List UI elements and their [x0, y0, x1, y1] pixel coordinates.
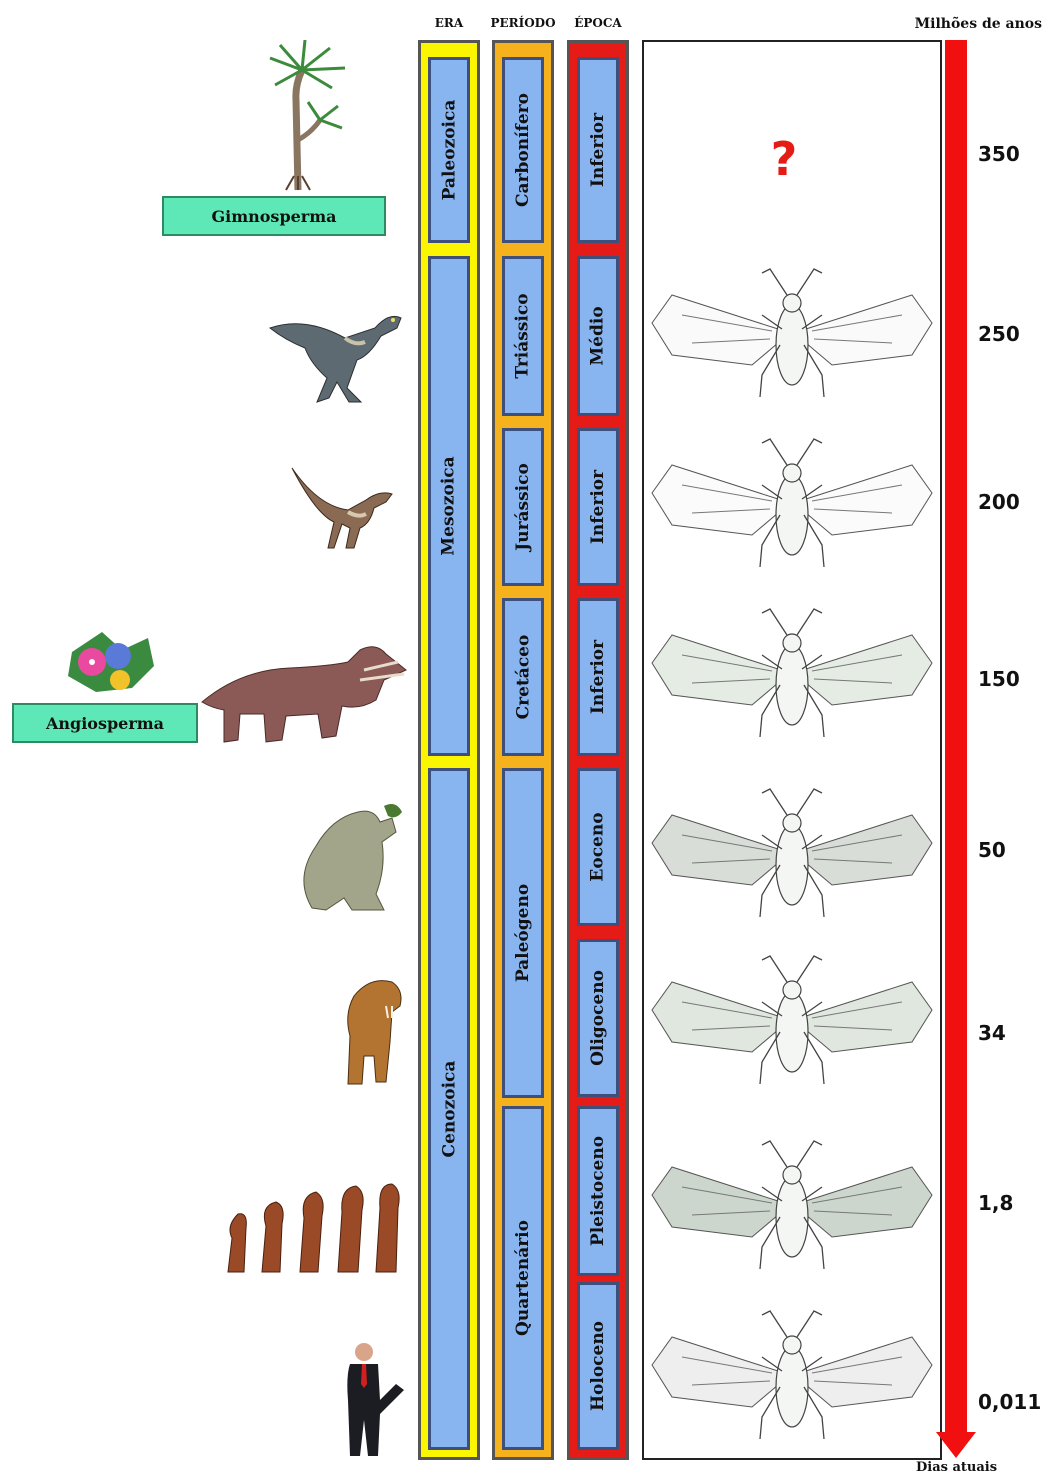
- periodo-label: Paleógeno: [513, 884, 533, 982]
- era-column: Paleozoica Mesozoica Cenozoica: [418, 40, 480, 1460]
- epoca-cell: Holoceno: [577, 1282, 619, 1450]
- periodo-label: Carbonífero: [513, 93, 533, 207]
- header-periodo: PERÍODO: [490, 16, 555, 30]
- businessman-icon: [338, 1340, 408, 1458]
- mya-label: 50: [978, 838, 1006, 862]
- periodo-cell: Quartenário: [502, 1106, 544, 1450]
- epoca-label: Holoceno: [588, 1321, 608, 1411]
- mya-label: 200: [978, 490, 1020, 514]
- header-epoca: ÉPOCA: [574, 16, 621, 30]
- periodo-column: Carbonífero Triássico Jurássico Cretáceo…: [492, 40, 554, 1460]
- header-millions-of-years: Milhões de anos: [915, 16, 1042, 32]
- periodo-label: Cretáceo: [513, 635, 533, 720]
- epoca-cell: Inferior: [577, 598, 619, 756]
- present-day-label: Dias atuais: [916, 1460, 997, 1475]
- human-evolution-icon: [220, 1178, 408, 1276]
- era-label: Mesozoica: [439, 456, 459, 555]
- periodo-cell: Carbonífero: [502, 57, 544, 243]
- epoca-cell: Médio: [577, 256, 619, 416]
- palm-tree-icon: [250, 40, 350, 192]
- epoca-label: Médio: [588, 306, 608, 365]
- epoca-column: Inferior Médio Inferior Inferior Eoceno …: [567, 40, 629, 1460]
- epoca-label: Inferior: [588, 640, 608, 714]
- periodo-cell: Paleógeno: [502, 768, 544, 1098]
- epoca-label: Inferior: [588, 113, 608, 187]
- aphid-icon: [644, 1122, 940, 1292]
- periodo-label: Triássico: [513, 293, 533, 378]
- triceratops-icon: [200, 640, 408, 750]
- era-cell-cenozoica: Cenozoica: [428, 768, 470, 1450]
- epoca-label: Oligoceno: [588, 970, 608, 1066]
- aphid-icon: [644, 590, 940, 760]
- aphid-fossil-icon: [644, 420, 940, 590]
- time-arrow-head: [936, 1432, 976, 1458]
- mya-label: 250: [978, 322, 1020, 346]
- era-label: Paleozoica: [439, 100, 459, 201]
- periodo-cell: Jurássico: [502, 428, 544, 586]
- epoca-label: Pleistoceno: [588, 1136, 608, 1246]
- periodo-cell: Triássico: [502, 256, 544, 416]
- feathered-dinosaur-icon: [288, 462, 408, 552]
- question-mark: ?: [754, 132, 814, 186]
- epoca-cell: Eoceno: [577, 768, 619, 926]
- aphid-icon: [644, 1292, 940, 1462]
- mya-label: 150: [978, 667, 1020, 691]
- aphid-icon: [644, 770, 940, 940]
- era-label: Cenozoica: [439, 1061, 459, 1158]
- insect-panel: ?: [642, 40, 942, 1460]
- periodo-cell: Cretáceo: [502, 598, 544, 756]
- velociraptor-icon: [265, 298, 415, 406]
- epoca-cell: Inferior: [577, 428, 619, 586]
- aphid-icon: [644, 937, 940, 1107]
- mya-label: 1,8: [978, 1191, 1013, 1215]
- ground-sloth-icon: [292, 798, 406, 914]
- periodo-label: Quartenário: [513, 1220, 533, 1336]
- angiosperma-label: Angiosperma: [12, 703, 198, 743]
- gimnosperma-label: Gimnosperma: [162, 196, 386, 236]
- saber-tooth-cat-icon: [340, 972, 406, 1090]
- epoca-label: Inferior: [588, 470, 608, 544]
- flowers-icon: [62, 622, 160, 698]
- epoca-label: Eoceno: [588, 812, 608, 881]
- mya-label: 34: [978, 1021, 1006, 1045]
- time-arrow: [945, 40, 967, 1435]
- mya-label: 350: [978, 142, 1020, 166]
- mya-label: 0,011: [978, 1390, 1041, 1414]
- aphid-fossil-icon: [644, 250, 940, 420]
- era-cell-paleozoica: Paleozoica: [428, 57, 470, 243]
- epoca-cell: Oligoceno: [577, 939, 619, 1097]
- periodo-label: Jurássico: [513, 463, 533, 551]
- epoca-cell: Pleistoceno: [577, 1106, 619, 1276]
- epoca-cell: Inferior: [577, 57, 619, 243]
- header-era: ERA: [435, 16, 463, 30]
- era-cell-mesozoica: Mesozoica: [428, 256, 470, 756]
